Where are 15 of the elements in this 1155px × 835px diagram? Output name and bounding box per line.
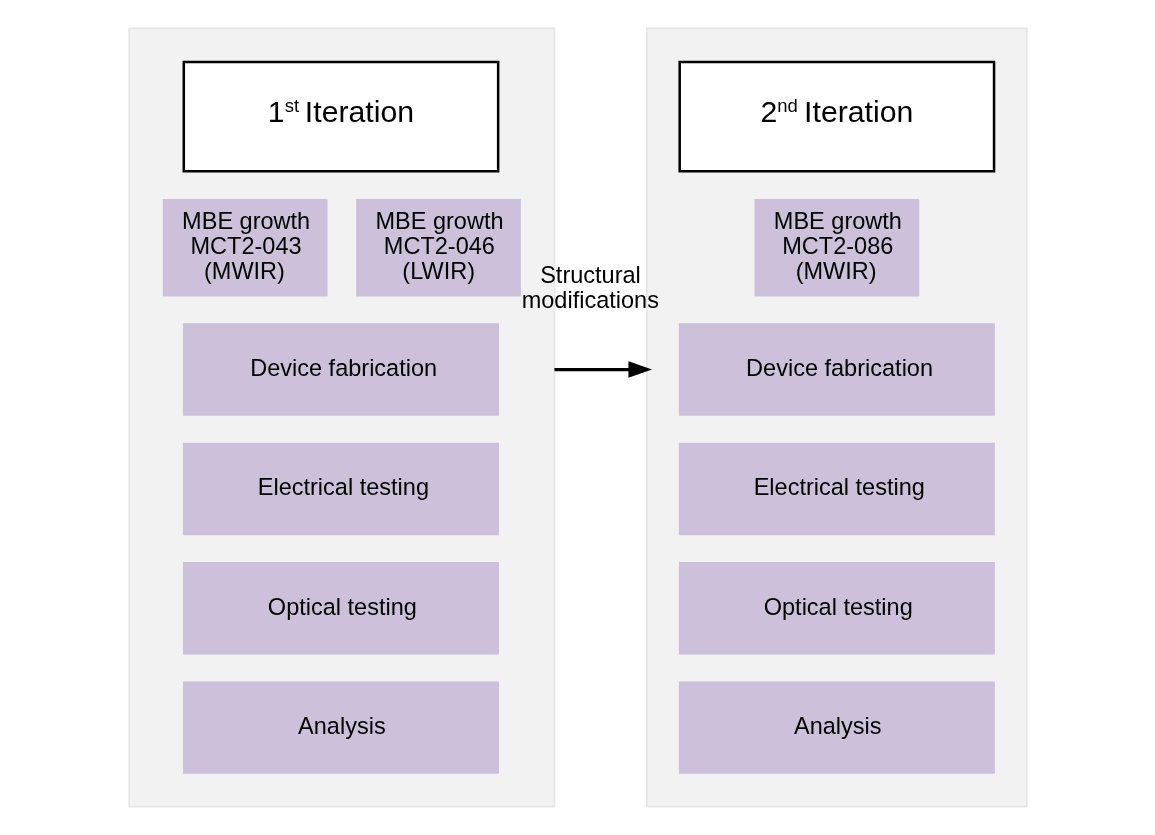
node-box: Device fabrication [678,323,995,416]
node-box: Device fabrication [182,323,499,416]
node-box: Analysis [182,681,499,774]
arrow [553,361,652,378]
node-box: Optical testing [182,562,499,655]
node-box: MBE growth MCT2-043 (MWIR) [162,198,328,297]
node-box: Optical testing [678,562,995,655]
node-box: 2$^{nd}$ Iteration [677,60,995,173]
node-box: 1$^{st}$ Iteration [182,60,499,173]
node-box: Electrical testing [678,442,995,536]
edge-label: Structural modifications [521,261,659,313]
node-box: MBE growth MCT2-086 (MWIR) [754,198,919,297]
node-box: Electrical testing [182,442,499,536]
node-box: Analysis [678,681,995,774]
node-box: MBE growth MCT2-046 (LWIR) [355,198,521,297]
